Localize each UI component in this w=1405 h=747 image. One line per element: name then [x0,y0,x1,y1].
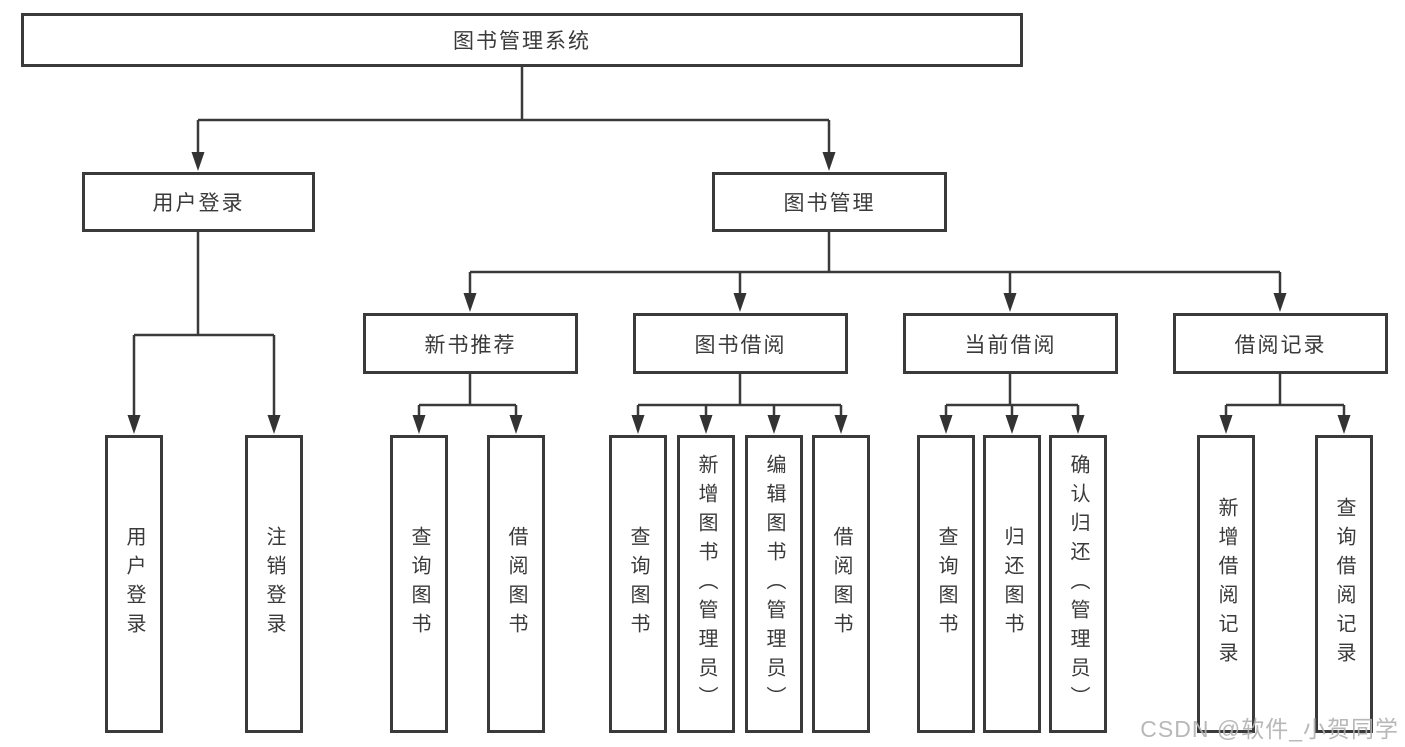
connector-bookmgmt-to-level3 [468,232,1282,296]
node-label: 新增图书（管理员） [695,453,717,715]
leaf-query-books-recommend: 查询图书 [390,435,448,733]
node-book-borrow: 图书借阅 [633,313,848,374]
leaf-return-book: 归还图书 [983,435,1041,733]
node-label: 用户登录 [123,526,145,642]
node-book-management: 图书管理 [712,172,947,232]
node-label: 图书管理系统 [453,30,591,53]
leaf-query-books-current: 查询图书 [917,435,975,733]
arrow-down-icon [631,415,645,434]
arrow-down-icon [1005,415,1019,434]
leaf-logout: 注销登录 [245,435,303,733]
node-label: 查询图书 [627,526,649,642]
arrow-down-icon [127,415,141,434]
arrow-down-icon [1003,293,1017,312]
arrow-down-icon [699,415,713,434]
leaf-confirm-return-admin: 确认归还（管理员） [1049,435,1107,733]
arrow-down-icon [509,415,523,434]
node-label: 查询图书 [935,526,957,642]
leaf-borrow-books: 借阅图书 [812,435,870,733]
connector-borrowrecords-to-leaves [1224,374,1346,418]
arrow-down-icon [191,152,205,171]
node-root-library-system: 图书管理系统 [21,13,1023,67]
node-label: 图书借阅 [694,333,787,357]
node-label: 当前借阅 [964,333,1057,357]
node-label: 图书管理 [783,192,876,215]
node-label: 新增借阅记录 [1215,497,1237,671]
node-label: 查询图书 [408,526,430,642]
node-current-borrow: 当前借阅 [903,313,1118,374]
arrow-down-icon [1337,415,1351,434]
arrow-down-icon [822,152,836,171]
arrow-down-icon [834,415,848,434]
node-label: 借阅记录 [1234,333,1327,357]
arrow-down-icon [463,293,477,312]
leaf-query-borrow-record: 查询借阅记录 [1315,435,1373,733]
node-label: 借阅图书 [830,526,852,642]
node-borrow-records: 借阅记录 [1173,313,1388,374]
leaf-add-book-admin: 新增图书（管理员） [677,435,735,733]
node-new-book-recommend: 新书推荐 [363,313,578,374]
arrow-down-icon [733,293,747,312]
node-label: 归还图书 [1001,526,1023,642]
node-label: 借阅图书 [505,526,527,642]
arrow-down-icon [267,415,281,434]
node-label: 用户登录 [152,192,245,215]
connector-currentborrow-to-leaves [944,374,1080,418]
leaf-add-borrow-record: 新增借阅记录 [1197,435,1255,733]
node-label: 新书推荐 [424,333,517,357]
arrow-down-icon [412,415,426,434]
node-label: 注销登录 [263,526,285,642]
connector-root-to-level2 [196,67,831,155]
node-label: 查询借阅记录 [1333,497,1355,671]
arrow-down-icon [1219,415,1233,434]
connector-bookborrow-to-leaves [636,374,843,418]
csdn-watermark: CSDN @软件_小贺同学 [1140,716,1399,742]
leaf-edit-book-admin: 编辑图书（管理员） [745,435,803,733]
leaf-user-login: 用户登录 [105,435,163,733]
leaf-query-books-borrow: 查询图书 [609,435,667,733]
connector-newbook-to-leaves [417,374,518,418]
node-label: 编辑图书（管理员） [763,453,785,715]
arrow-down-icon [1071,415,1085,434]
connector-userlogin-to-leaves [132,232,276,418]
arrow-down-icon [767,415,781,434]
arrow-down-icon [939,415,953,434]
node-user-login: 用户登录 [82,172,315,232]
arrow-down-icon [1273,293,1287,312]
leaf-borrow-books-recommend: 借阅图书 [487,435,545,733]
node-label: 确认归还（管理员） [1067,453,1089,715]
